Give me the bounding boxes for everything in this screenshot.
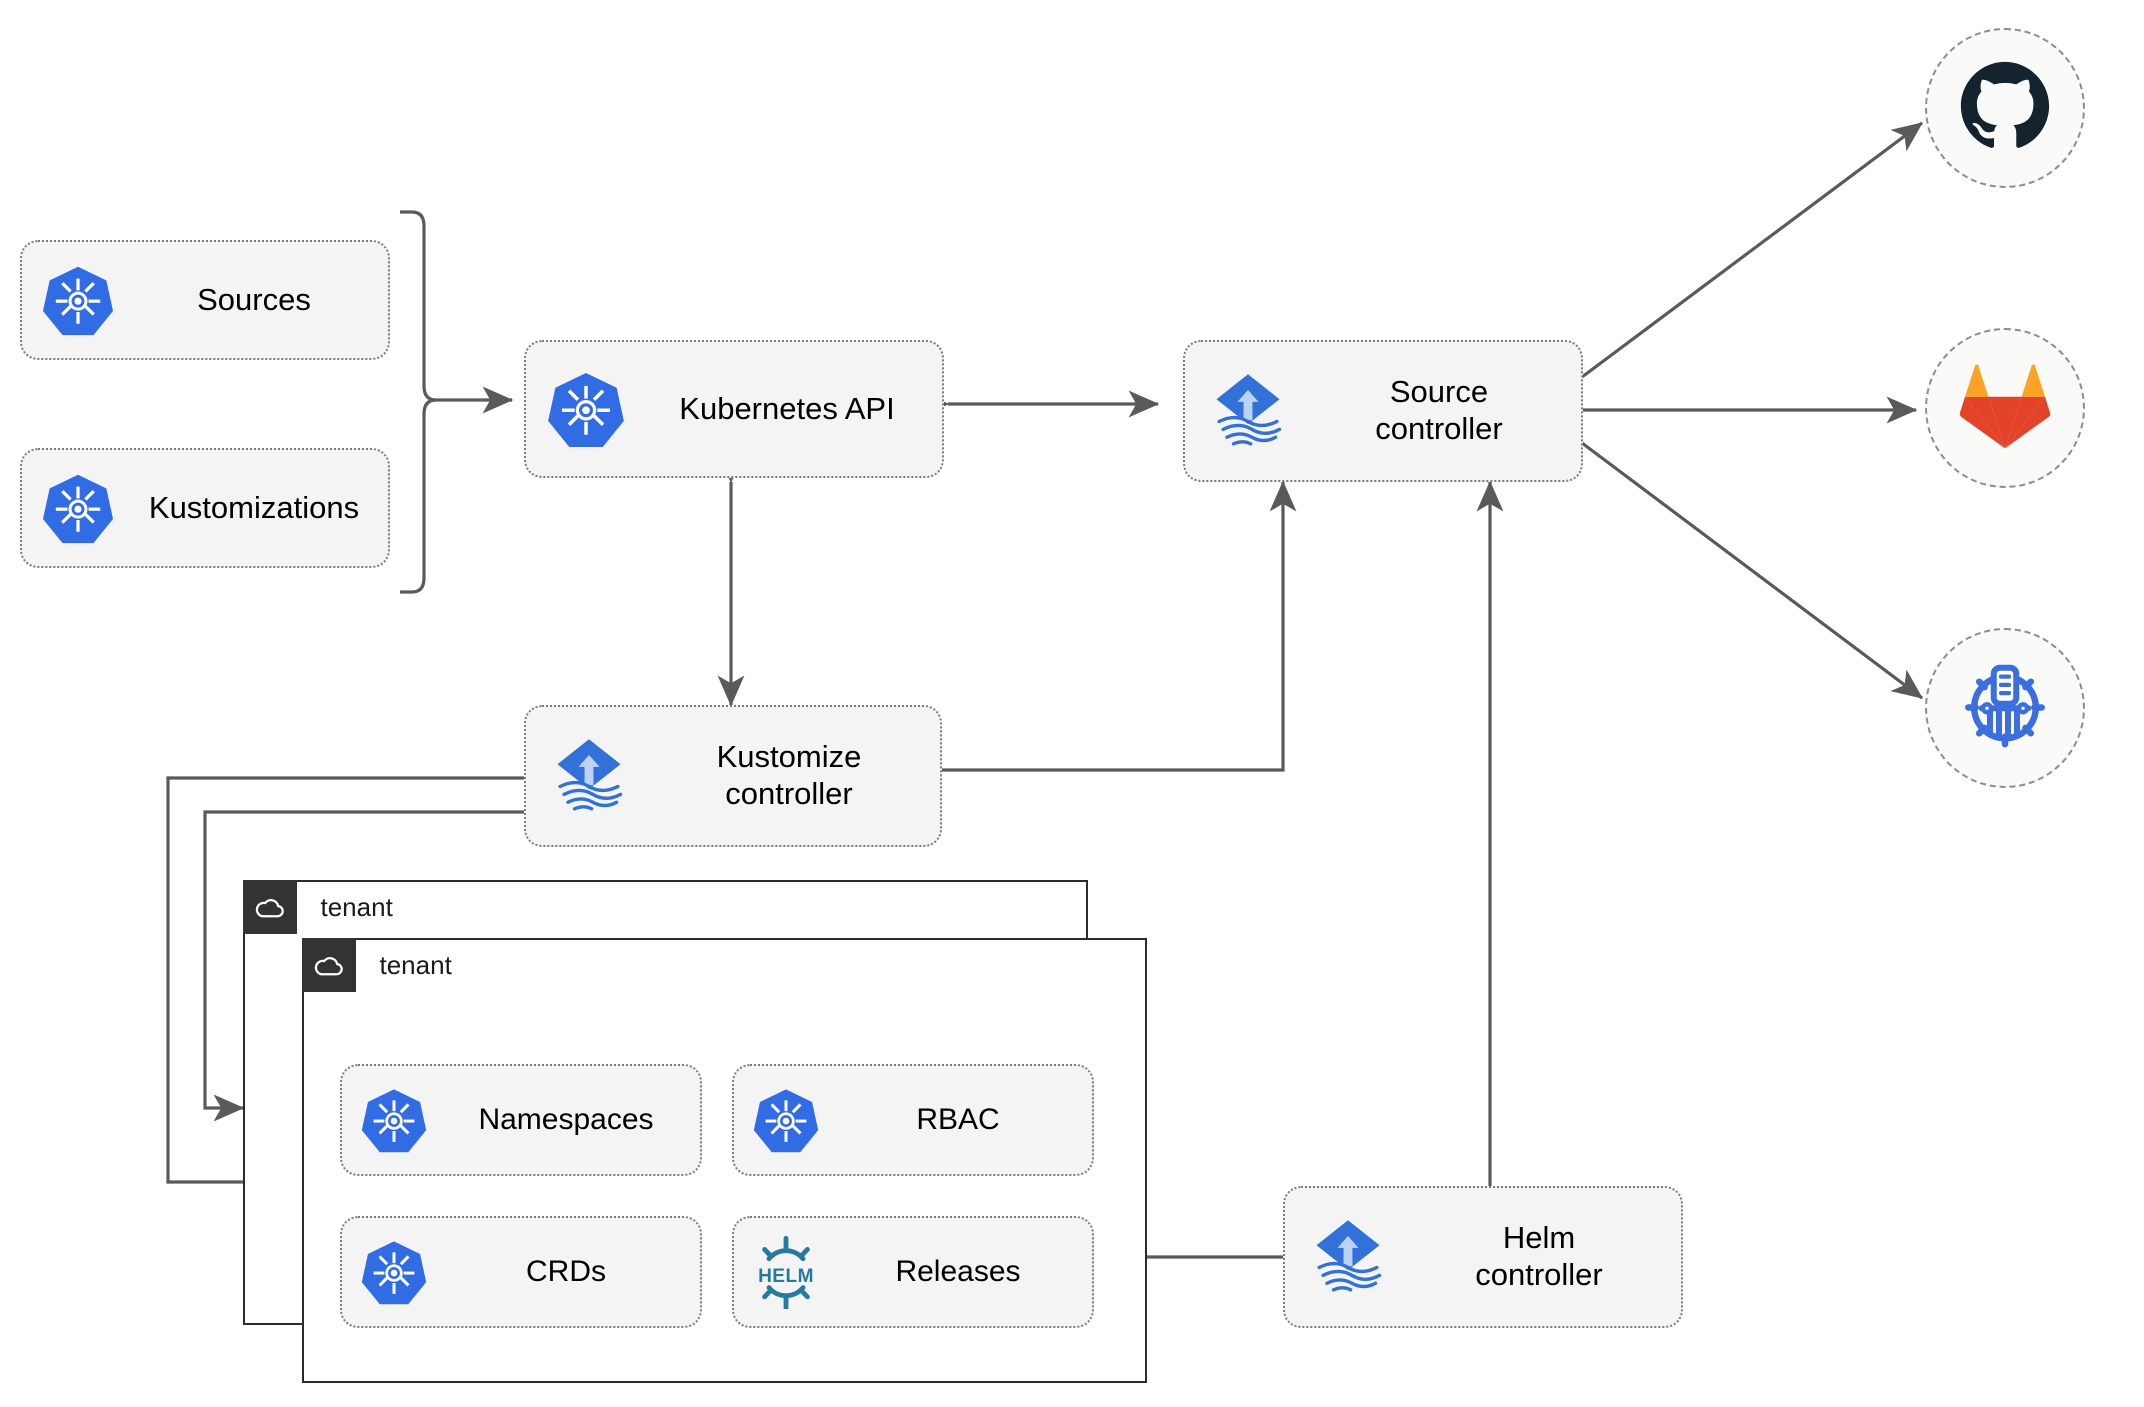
kubernetes-icon	[342, 1238, 446, 1306]
flux-icon	[1285, 1215, 1411, 1299]
node-gitlab[interactable]	[1925, 328, 2085, 488]
wire-source-to-github	[1577, 121, 1924, 382]
flux-icon	[526, 734, 652, 818]
kubernetes-icon	[22, 471, 134, 545]
helm-chart-registry-icon	[1957, 658, 2053, 759]
node-source-controller[interactable]: Source controller	[1183, 340, 1583, 482]
helm-icon: HELM	[734, 1235, 838, 1309]
tenant-front-header: tenant	[301, 937, 452, 992]
node-namespaces[interactable]: Namespaces	[340, 1064, 702, 1176]
node-sources-label: Sources	[197, 281, 311, 317]
kubernetes-icon	[22, 263, 134, 337]
node-registry[interactable]	[1925, 628, 2085, 788]
tenant-front-container[interactable]: tenant Namespaces	[301, 937, 1147, 1383]
wire-kustomize-to-source	[942, 480, 1297, 772]
node-github[interactable]	[1925, 28, 2085, 188]
svg-text:HELM: HELM	[758, 1266, 814, 1287]
node-rbac[interactable]: RBAC	[732, 1064, 1094, 1176]
node-helm-controller-label: Helm controller	[1475, 1220, 1603, 1292]
flux-icon	[1185, 369, 1311, 453]
node-releases-label: Releases	[895, 1255, 1021, 1289]
tenant-back-name: tenant	[320, 891, 393, 922]
node-kubernetes-api-label: Kubernetes API	[679, 390, 895, 426]
node-crds-label: CRDs	[526, 1255, 606, 1289]
node-helm-controller[interactable]: Helm controller	[1283, 1186, 1683, 1328]
node-kustomize-controller-label: Kustomize controller	[716, 739, 862, 811]
tenant-front-name: tenant	[379, 949, 452, 980]
node-crds[interactable]: CRDs	[340, 1216, 702, 1328]
node-source-controller-label: Source controller	[1375, 374, 1503, 446]
kubernetes-icon	[342, 1086, 446, 1154]
cloud-icon	[301, 937, 356, 992]
node-kustomizations[interactable]: Kustomizations	[20, 448, 390, 568]
tenant-back-header: tenant	[242, 879, 393, 934]
gitlab-icon	[1959, 360, 2051, 457]
kubernetes-icon	[734, 1086, 838, 1154]
node-sources[interactable]: Sources	[20, 240, 390, 360]
node-kubernetes-api[interactable]: Kubernetes API	[524, 340, 944, 478]
node-namespaces-label: Namespaces	[478, 1103, 654, 1137]
node-kustomize-controller[interactable]: Kustomize controller	[524, 705, 942, 847]
wire-brace	[400, 210, 437, 594]
node-releases[interactable]: HELM Releases	[732, 1216, 1094, 1328]
wire-source-to-registry	[1577, 438, 1924, 700]
node-rbac-label: RBAC	[916, 1103, 1000, 1137]
cloud-icon	[242, 879, 297, 934]
github-icon	[1959, 60, 2051, 157]
node-kustomizations-label: Kustomizations	[148, 489, 360, 525]
kubernetes-icon	[526, 369, 646, 449]
